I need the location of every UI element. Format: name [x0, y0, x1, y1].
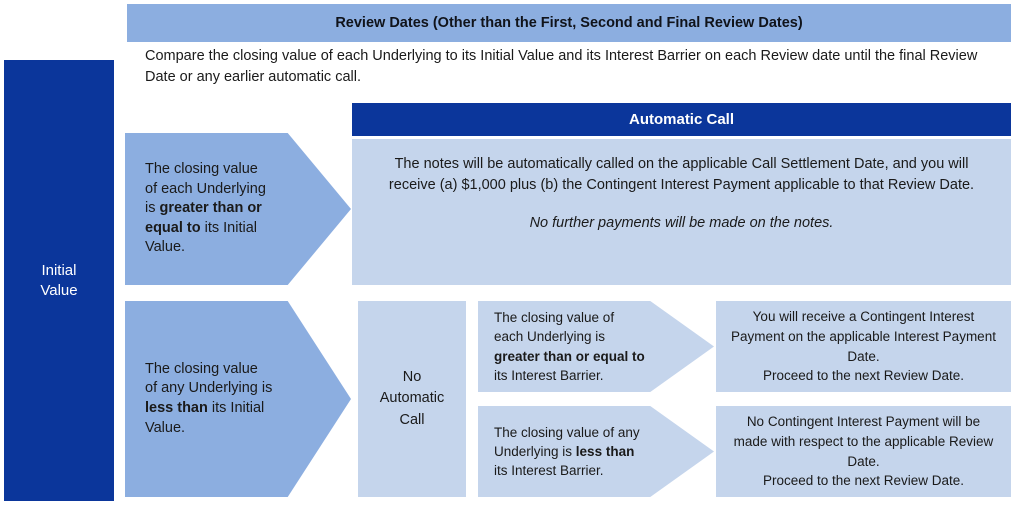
automatic-call-body: The notes will be automatically called o…	[352, 139, 1011, 285]
sub1-bold: greater than or equal to	[494, 348, 645, 364]
condition-interest-barrier-lt-text: The closing value of any Underlying is l…	[494, 423, 646, 480]
sub2-bold: less than	[575, 443, 635, 459]
condition-interest-barrier-gte-text: The closing value of each Underlying is …	[494, 308, 646, 385]
outcome-no-contingent-interest: No Contingent Interest Payment will be m…	[716, 406, 1011, 497]
sub1-suffix: its Interest Barrier.	[494, 367, 604, 383]
outcome-contingent-interest-paid: You will receive a Contingent Interest P…	[716, 301, 1011, 392]
condition-below-prefix: The closing value of any Underlying is	[145, 360, 273, 397]
condition-interest-barrier-lt: The closing value of any Underlying is l…	[478, 406, 714, 497]
review-dates-intro-text: Compare the closing value of each Underl…	[145, 48, 978, 86]
condition-below-initial-value: The closing value of any Underlying is l…	[125, 301, 351, 497]
condition-above-prefix: The closing value of each Underlying is	[145, 161, 266, 217]
automatic-call-body-text: The notes will be automatically called o…	[388, 156, 975, 193]
initial-value-bar: Initial Value	[4, 60, 114, 501]
sub2-prefix: The closing value of any Underlying is	[494, 424, 640, 459]
automatic-call-no-further-payments: No further payments will be made on the …	[529, 215, 834, 232]
sub2-suffix: its Interest Barrier.	[494, 463, 604, 479]
condition-below-text: The closing value of any Underlying is l…	[145, 360, 273, 438]
condition-below-bold: less than	[145, 400, 208, 416]
sub1-prefix: The closing value of each Underlying is	[494, 310, 615, 345]
no-automatic-call-box: No Automatic Call	[358, 301, 466, 497]
condition-above-initial-value: The closing value of each Underlying is …	[125, 133, 351, 285]
automatic-call-header: Automatic Call	[352, 103, 1011, 136]
condition-below-suffix: its Initial Value.	[145, 400, 265, 436]
review-dates-header: Review Dates (Other than the First, Seco…	[127, 4, 1011, 42]
condition-above-text: The closing value of each Underlying is …	[145, 160, 273, 258]
condition-above-suffix: its Initial Value.	[145, 219, 258, 256]
condition-above-bold: greater than or equal to	[145, 200, 262, 236]
condition-interest-barrier-gte: The closing value of each Underlying is …	[478, 301, 714, 392]
